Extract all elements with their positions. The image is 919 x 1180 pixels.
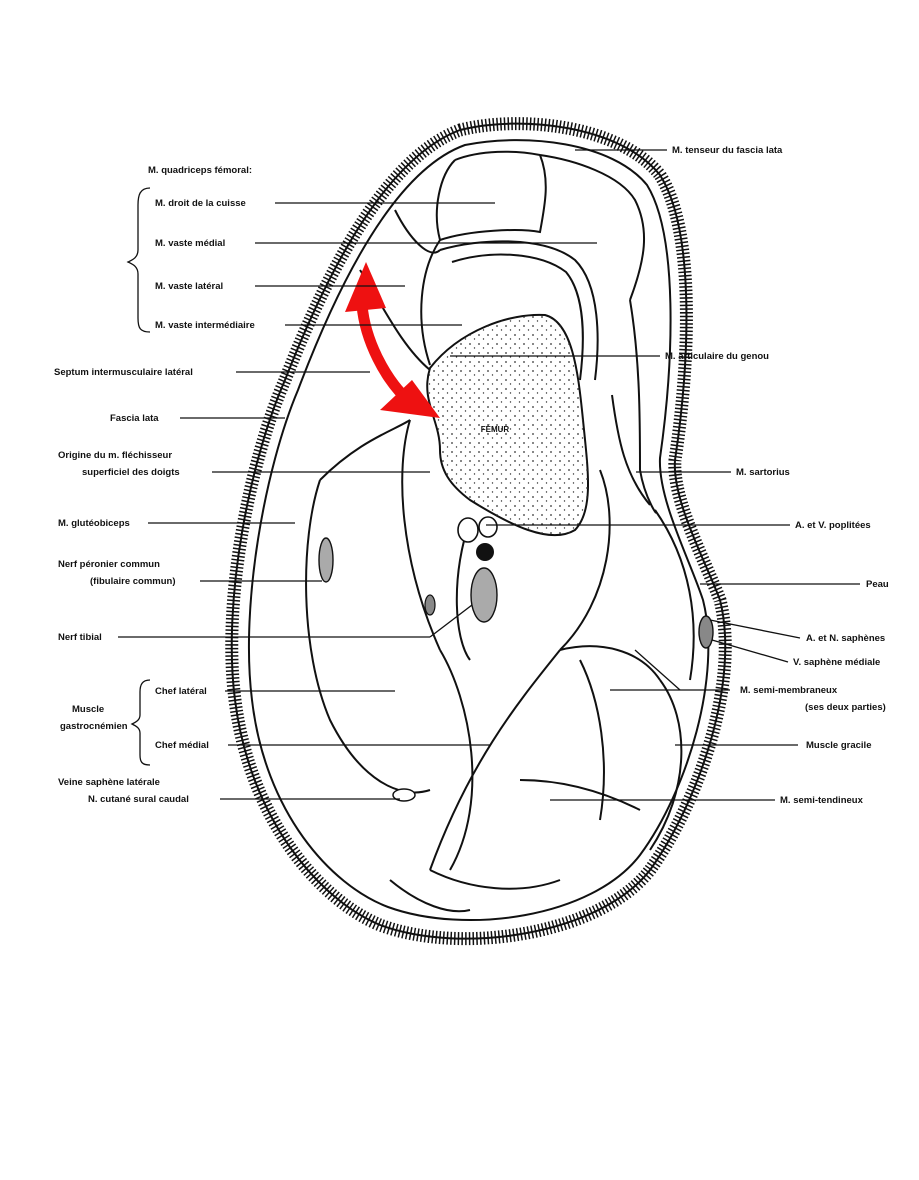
femur-bone xyxy=(420,300,600,550)
muscle-compartments xyxy=(306,152,694,912)
label-septum: Septum intermusculaire latéral xyxy=(54,367,193,378)
label-chef-lateral: Chef latéral xyxy=(155,686,207,697)
label-cutane-sural: N. cutané sural caudal xyxy=(88,794,189,805)
label-origine-line2: superficiel des doigts xyxy=(82,467,180,478)
label-peau: Peau xyxy=(866,579,889,590)
label-fascia-lata: Fascia lata xyxy=(110,413,159,424)
label-semi-membraneux-line2: (ses deux parties) xyxy=(805,702,886,713)
label-sartorius: M. sartorius xyxy=(736,467,790,478)
label-peronier-line1: Nerf péronier commun xyxy=(58,559,160,570)
label-tenseur: M. tenseur du fascia lata xyxy=(672,145,783,156)
gastrocnemius-brace xyxy=(132,680,150,765)
label-droit-cuisse: M. droit de la cuisse xyxy=(155,198,246,209)
label-saphene-mediale: V. saphène médiale xyxy=(793,657,880,668)
label-chef-medial: Chef médial xyxy=(155,740,209,751)
label-quadriceps-group: M. quadriceps fémoral: xyxy=(148,165,252,176)
label-veine-saphene-laterale: Veine saphène latérale xyxy=(58,777,160,788)
label-saphenes: A. et N. saphènes xyxy=(806,633,885,644)
label-vaste-lateral: M. vaste latéral xyxy=(155,281,223,292)
label-vaste-intermediaire: M. vaste intermédiaire xyxy=(155,320,255,331)
label-semi-membraneux-line1: M. semi-membraneux xyxy=(740,685,838,696)
label-glutebiceps: M. glutéobiceps xyxy=(58,518,130,529)
quadriceps-brace xyxy=(128,188,150,332)
label-peronier-line2: (fibulaire commun) xyxy=(90,576,176,587)
label-nerf-tibial: Nerf tibial xyxy=(58,632,102,643)
label-articulaire: M. articulaire du genou xyxy=(665,351,769,362)
label-gracile: Muscle gracile xyxy=(806,740,871,751)
label-muscle-gastro-line1: Muscle xyxy=(72,704,104,715)
femur-label: FÉMUR xyxy=(481,425,510,434)
label-poplitees: A. et V. poplitées xyxy=(795,520,871,531)
label-origine-line1: Origine du m. fléchisseur xyxy=(58,450,172,461)
label-semi-tendineux: M. semi-tendineux xyxy=(780,795,864,806)
label-vaste-medial: M. vaste médial xyxy=(155,238,225,249)
vessels-and-nerves xyxy=(319,517,713,801)
label-muscle-gastro-line2: gastrocnémien xyxy=(60,721,128,732)
